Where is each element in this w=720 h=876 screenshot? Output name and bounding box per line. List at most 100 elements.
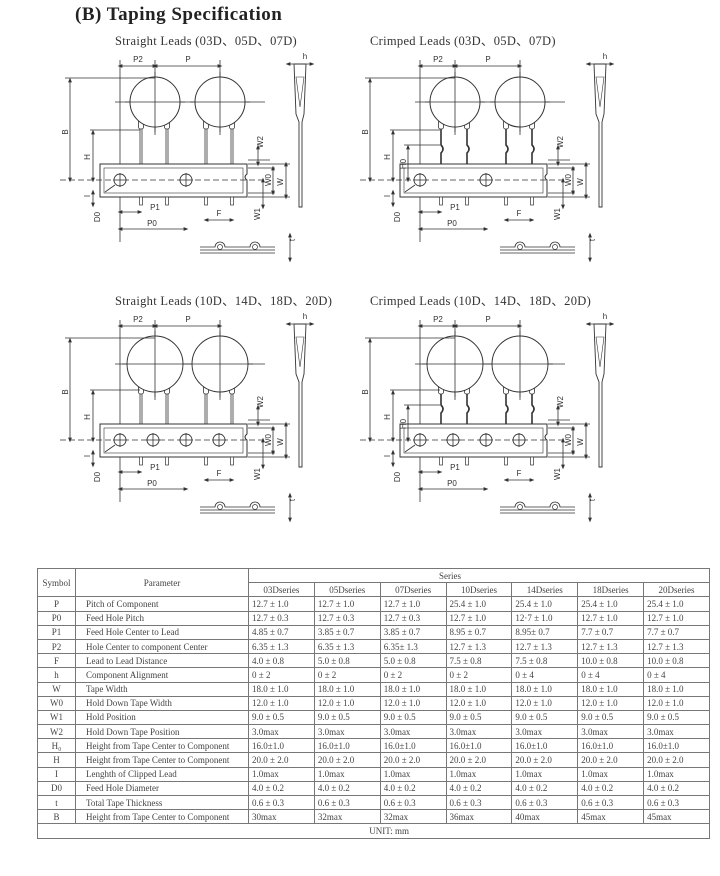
lead-section xyxy=(517,504,523,510)
value-cell: 20.0 ± 2.0 xyxy=(643,752,710,768)
p2-label: P2 xyxy=(133,315,143,324)
value-cell: 40max xyxy=(511,809,579,825)
series-header: Series xyxy=(248,567,710,584)
hold-down-tape xyxy=(403,167,544,194)
p0-label: P0 xyxy=(447,219,457,228)
symbol-cell: t xyxy=(37,794,76,811)
d0-label: D0 xyxy=(393,211,402,222)
value-cell: 16.0±1.0 xyxy=(379,738,447,754)
lead-stub xyxy=(504,196,508,206)
parameter-cell: Hold Position xyxy=(75,709,249,726)
series-column-header: 03Dseries xyxy=(248,582,315,598)
value-cell: 16.0±1.0 xyxy=(248,738,315,754)
p-label: P xyxy=(485,55,490,64)
h-label: H xyxy=(83,414,92,420)
value-cell: 9.0 ± 0.5 xyxy=(445,709,513,726)
w-label: W xyxy=(276,178,285,186)
w1-label: W1 xyxy=(253,207,262,220)
lead-stub xyxy=(439,456,443,466)
side-view xyxy=(293,63,307,208)
value-cell: 3.85 ± 0.7 xyxy=(379,624,447,640)
value-cell: 3.0max xyxy=(643,724,710,740)
symbol-cell: W1 xyxy=(37,709,76,726)
parameter-cell: Tape Width xyxy=(75,681,249,697)
value-cell: 25.4 ± 1.0 xyxy=(577,596,645,612)
d0-label: D0 xyxy=(393,471,402,482)
value-cell: 0.6 ± 0.3 xyxy=(643,794,710,811)
thickness-view xyxy=(500,241,575,254)
value-cell: 20.0 ± 2.0 xyxy=(379,752,447,768)
w2-label: W2 xyxy=(256,135,265,148)
i-label: I xyxy=(83,195,92,197)
value-cell: 4.0 ± 0.2 xyxy=(643,780,710,797)
value-cell: 4.0 ± 0.2 xyxy=(577,780,645,797)
lead-stub xyxy=(504,456,508,466)
lead-stub xyxy=(230,196,234,206)
h0-label: H0 xyxy=(399,158,408,169)
value-cell: 7.5 ± 0.8 xyxy=(511,653,579,669)
lead-stub xyxy=(439,196,443,206)
parameter-header: Parameter xyxy=(75,567,249,598)
value-cell: 0.6 ± 0.3 xyxy=(511,794,579,811)
value-cell: 0 ± 4 xyxy=(577,667,645,683)
value-cell: 4.0 ± 0.2 xyxy=(445,780,513,797)
parameter-cell: Pitch of Component xyxy=(75,596,249,612)
value-cell: 16.0±1.0 xyxy=(313,738,381,754)
t-label: t xyxy=(588,498,597,501)
value-cell: 3.85 ± 0.7 xyxy=(313,624,381,640)
value-cell: 6.35 ± 1.3 xyxy=(248,638,315,655)
value-cell: 12.0 ± 1.0 xyxy=(643,695,710,711)
parameter-cell: Hold Down Tape Width xyxy=(75,695,249,711)
lead-stub xyxy=(230,456,234,466)
value-cell: 18.0 ± 1.0 xyxy=(379,681,447,697)
value-cell: 12.7 ± 1.0 xyxy=(379,596,447,612)
value-cell: 9.0 ± 0.5 xyxy=(379,709,447,726)
f-label: F xyxy=(217,209,222,218)
h-alignment-label: h xyxy=(303,312,307,321)
value-cell: 36max xyxy=(445,809,513,825)
w1-label: W1 xyxy=(553,467,562,480)
h-alignment-label: h xyxy=(603,52,607,61)
value-cell: 6.35 ± 1.3 xyxy=(313,638,381,655)
lead-stub xyxy=(165,196,169,206)
i-label: I xyxy=(383,195,392,197)
value-cell: 4.0 ± 0.2 xyxy=(248,780,315,797)
i-label: I xyxy=(83,455,92,457)
value-cell: 18.0 ± 1.0 xyxy=(313,681,381,697)
diagram-caption: Straight Leads (03D、05D、07D) xyxy=(115,34,297,48)
value-cell: 7.5 ± 0.8 xyxy=(445,653,513,669)
parameter-cell: Height from Tape Center to Component xyxy=(75,809,249,825)
value-cell: 12.0 ± 1.0 xyxy=(445,695,513,711)
value-cell: 0 ± 4 xyxy=(511,667,579,683)
value-cell: 16.0±1.0 xyxy=(643,738,710,754)
value-cell: 12.0 ± 1.0 xyxy=(577,695,645,711)
crimped-lead xyxy=(531,129,535,205)
diagram-caption: Crimped Leads (03D、05D、07D) xyxy=(370,34,556,48)
symbol-cell: F xyxy=(37,653,76,669)
value-cell: 12.7 ± 1.0 xyxy=(313,596,381,612)
symbol-cell: P2 xyxy=(37,638,76,655)
carrier-tape xyxy=(399,423,548,458)
value-cell: 5.0 ± 0.8 xyxy=(379,653,447,669)
value-cell: 18.0 ± 1.0 xyxy=(445,681,513,697)
d0-leader xyxy=(404,184,416,193)
series-column-header: 20Dseries xyxy=(643,582,710,598)
series-column-header: 14Dseries xyxy=(511,582,579,598)
value-cell: 0.6 ± 0.3 xyxy=(248,794,315,811)
crimped-lead xyxy=(440,129,444,205)
t-label: t xyxy=(288,238,297,241)
h-label: H xyxy=(383,154,392,160)
carrier-tape xyxy=(99,423,248,458)
unit-row: UNIT: mm xyxy=(37,823,710,839)
parameter-cell: Feed Hole Diameter xyxy=(75,780,249,797)
value-cell: 4.0 ± 0.2 xyxy=(313,780,381,797)
value-cell: 9.0 ± 0.5 xyxy=(313,709,381,726)
lead-section xyxy=(517,244,523,250)
value-cell: 4.0 ± 0.8 xyxy=(248,653,315,669)
value-cell: 12.7 ± 1.0 xyxy=(643,610,710,626)
